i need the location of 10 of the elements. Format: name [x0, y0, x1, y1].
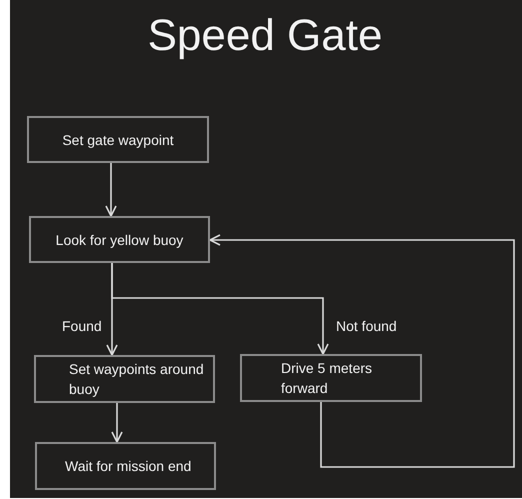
process-box: Set waypoints around buoy — [34, 355, 215, 403]
process-box: Set gate waypoint — [27, 116, 209, 163]
diagram-title: Speed Gate — [146, 10, 384, 62]
arrow — [111, 403, 123, 443]
arrow — [105, 163, 117, 217]
process-box: Wait for mission end — [35, 442, 216, 490]
arrow — [111, 263, 329, 355]
process-box: Drive 5 meters forward — [240, 354, 422, 402]
process-box: Look for yellow buoy — [29, 216, 210, 263]
arrow — [209, 234, 515, 468]
